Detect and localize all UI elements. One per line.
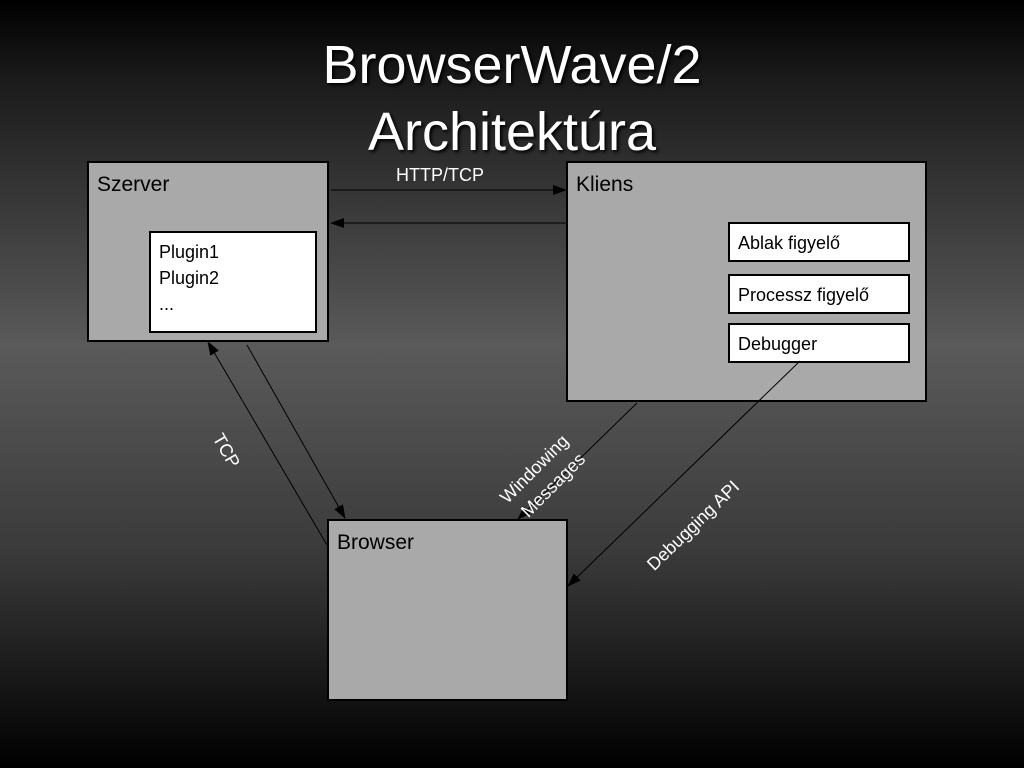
plugin-item: ... [159,294,175,314]
plugin-item: Plugin2 [159,268,220,288]
processz-figyelo-label: Processz figyelő [738,285,870,305]
plugin-item: Plugin1 [159,242,220,262]
szerver-box: Szerver Plugin1 Plugin2 ... [87,161,329,342]
debugger-label: Debugger [738,334,818,354]
debugger-box: Debugger [728,323,910,363]
tcp-arrow-to-szerver [207,341,328,546]
debugging-api-arrow [567,360,801,587]
slide-title-line2: Architektúra [367,102,657,162]
slide-title-line1: BrowserWave/2 [322,35,702,95]
szerver-to-browser-arrow [246,344,346,519]
windowing-messages-arrow [517,402,638,520]
kliens-box: Kliens Ablak figyelő Processz figyelő De… [566,161,927,402]
processz-figyelo-box: Processz figyelő [728,274,910,314]
ablak-figyelo-label: Ablak figyelő [738,233,841,253]
kliens-label: Kliens [576,173,634,196]
http-tcp-label: HTTP/TCP [396,165,484,185]
plugin-list-box: Plugin1 Plugin2 ... [149,231,317,333]
browser-box: Browser [327,519,568,701]
ablak-figyelo-box: Ablak figyelő [728,222,910,262]
szerver-label: Szerver [97,173,170,196]
browser-label: Browser [337,531,415,554]
